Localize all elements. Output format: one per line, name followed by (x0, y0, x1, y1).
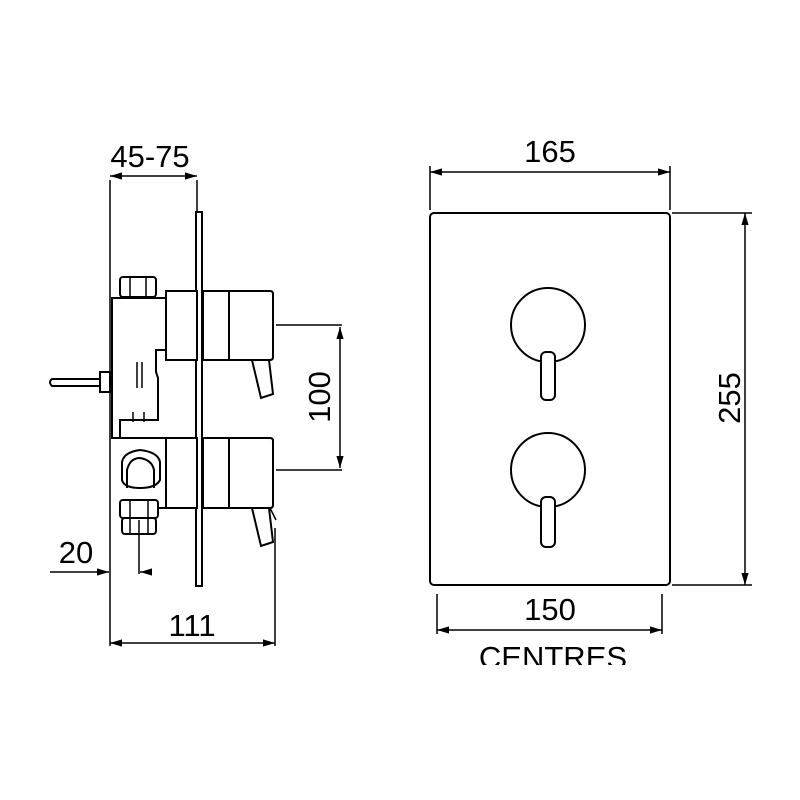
valve-body (111, 297, 167, 439)
top-nut (119, 276, 157, 298)
cover-plate-front (429, 212, 671, 586)
top-knob-lever (540, 351, 556, 401)
bottom-lever (250, 507, 275, 548)
centres-dimension-label: 100 (302, 371, 337, 423)
front-view: 165 255 150 CENTRES (429, 134, 752, 675)
bottom-knob (510, 432, 586, 508)
bottom-handle-body (202, 437, 274, 509)
bottom-nut (119, 499, 159, 519)
top-valve-housing (165, 290, 198, 361)
bottom-valve-housing (165, 437, 198, 509)
centres-label: CENTRES (479, 640, 627, 675)
diverter-pin (49, 378, 101, 387)
side-view: 45-75 100 (49, 139, 344, 647)
inlet-dimension-label: 20 (59, 535, 93, 570)
height-dimension-label: 255 (712, 372, 747, 424)
width-dimension-label: 165 (524, 134, 576, 169)
cover-plate-side (195, 211, 203, 587)
handle-centres-dimension-label: 150 (524, 592, 576, 627)
top-knob (510, 287, 586, 363)
top-handle-body (202, 290, 274, 361)
depth-dimension-label: 45-75 (110, 139, 189, 174)
total-depth-dimension-label: 111 (168, 608, 215, 643)
bottom-knob-lever (540, 496, 556, 548)
top-lever (250, 359, 275, 400)
pin-nut (99, 371, 111, 393)
elbow-fitting (121, 448, 161, 490)
